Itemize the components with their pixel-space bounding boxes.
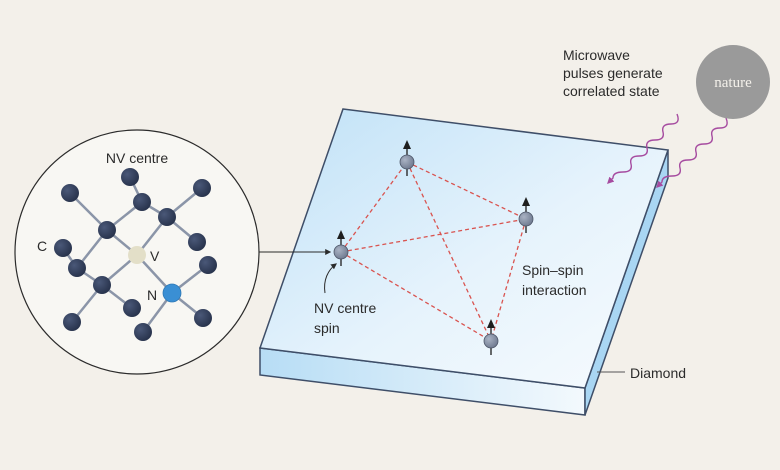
microwave-wave-icon — [656, 117, 728, 188]
carbon-atom — [123, 299, 141, 317]
nitrogen-atom — [162, 283, 182, 303]
carbon-atom — [188, 233, 206, 251]
carbon-atom — [134, 323, 152, 341]
interaction-line — [406, 161, 527, 220]
inset-title: NV centre — [106, 150, 168, 166]
microwave-label-line-1: Microwave — [563, 47, 630, 63]
spin-up-arrow-icon — [487, 319, 495, 328]
microwave-pulses — [607, 113, 728, 188]
nv-spin-pointer — [324, 263, 337, 294]
carbon-atom — [158, 208, 176, 226]
spin-up-arrow-icon — [522, 197, 530, 206]
spin-4 — [483, 319, 499, 355]
nature-logo: nature — [696, 45, 770, 119]
interaction-line — [340, 161, 408, 253]
vacancy-site — [128, 246, 146, 264]
interaction-line — [490, 218, 527, 342]
spin-3 — [518, 197, 534, 233]
carbon-atom — [199, 256, 217, 274]
interaction-line — [340, 251, 492, 342]
nv-centre-inset: NV centre — [14, 129, 260, 375]
carbon-atom — [63, 313, 81, 331]
spin-2 — [399, 140, 415, 176]
interaction-line — [340, 218, 527, 253]
microwave-label-line-2: pulses generate — [563, 65, 663, 81]
interaction-line — [406, 161, 492, 342]
carbon-atom — [193, 179, 211, 197]
nv-spin-label: NV centre spin — [314, 300, 380, 336]
nv-spin-label-line-1: NV centre — [314, 300, 376, 316]
carbon-atom — [133, 193, 151, 211]
diamond-plate — [258, 108, 670, 416]
spins — [333, 140, 534, 355]
spin-interactions — [340, 161, 527, 342]
diamond-label: Diamond — [630, 365, 686, 381]
carbon-atom — [61, 184, 79, 202]
nature-logo-text: nature — [714, 75, 752, 91]
carbon-atom — [121, 168, 139, 186]
carbon-atom — [93, 276, 111, 294]
nv-spin-label-line-2: spin — [314, 320, 340, 336]
carbon-label: C — [37, 238, 47, 254]
microwave-wave-icon — [607, 113, 679, 184]
carbon-atom — [194, 309, 212, 327]
spin-1 — [333, 230, 349, 266]
carbon-atom — [98, 221, 116, 239]
interaction-label: Spin–spin interaction — [522, 262, 587, 298]
spin-up-arrow-icon — [403, 140, 411, 149]
plate-top-face — [258, 108, 670, 389]
interaction-label-line-2: interaction — [522, 282, 587, 298]
carbon-atom — [68, 259, 86, 277]
carbon-atom — [54, 239, 72, 257]
microwave-label-line-3: correlated state — [563, 83, 660, 99]
interaction-label-line-1: Spin–spin — [522, 262, 584, 278]
spin-up-arrow-icon — [337, 230, 345, 239]
carbon-atoms — [54, 168, 217, 341]
microwave-label: Microwave pulses generate correlated sta… — [563, 47, 667, 99]
nitrogen-label: N — [147, 287, 157, 303]
vacancy-label: V — [150, 248, 160, 264]
